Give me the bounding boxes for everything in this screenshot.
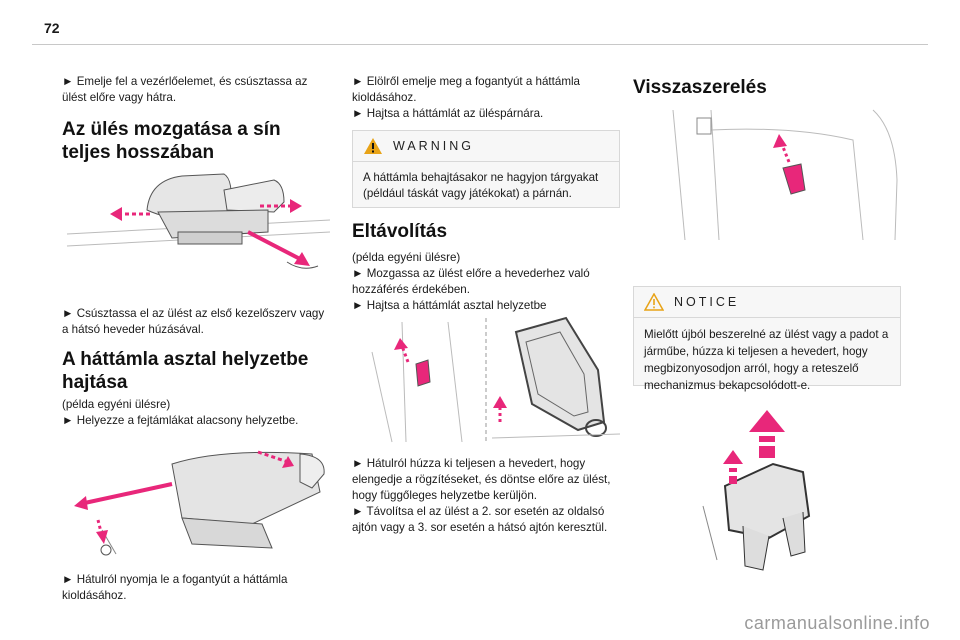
seat-slide-illustration <box>66 173 330 269</box>
headrest-text: ► Helyezze a fejtámlákat alacsony helyze… <box>62 414 299 427</box>
warning-text: A háttámla behajtásakor ne hagyjon tárgy… <box>363 171 599 200</box>
heading-table-position: A háttámla asztal helyzetbe hajtása <box>62 349 309 393</box>
removal-step-4: ► Távolítsa el az ülést a 2. sor esetén … <box>352 505 608 534</box>
notice-title: NOTICE <box>674 295 740 309</box>
notice-header: NOTICE <box>634 287 900 318</box>
heading-removal: Eltávolítás <box>352 221 448 242</box>
removal-step-1: ► Mozgassa az ülést előre a hevederhez v… <box>352 267 590 296</box>
watermark: carmanualsonline.info <box>744 613 930 633</box>
removal-step-2: ► Hajtsa a háttámlát asztal helyzetbe <box>352 299 547 312</box>
lift-handle-text: ► Elölről emelje meg a fogantyút a háttá… <box>352 75 581 104</box>
notice-triangle-icon <box>644 293 664 311</box>
slide-text: ► Csúsztassa el az ülést az első kezelős… <box>62 307 325 336</box>
header-rule <box>32 44 928 45</box>
seat-removal-illustration <box>371 316 620 443</box>
heading-slide: Az ülés mozgatása a sín teljes hosszában <box>62 119 281 163</box>
removal-step-3: ► Hátulról húzza ki teljesen a hevedert,… <box>352 457 611 502</box>
warning-box: WARNING A háttámla behajtásakor ne hagyj… <box>352 130 620 208</box>
warning-header: WARNING <box>353 131 619 162</box>
removal-example-note: (példa egyéni ülésre) <box>352 251 461 264</box>
example-note: (példa egyéni ülésre) <box>62 398 171 411</box>
refit-illustration <box>672 109 898 241</box>
warning-title: WARNING <box>393 139 474 153</box>
release-handle-text: ► Hátulról nyomja le a fogantyút a háttá… <box>62 573 288 602</box>
seat-refit-lift-illustration <box>702 410 811 571</box>
intro-text: ► Emelje fel a vezérlőelemet, és csúszta… <box>62 75 308 104</box>
fold-backrest-text: ► Hajtsa a háttámlát az üléspárnára. <box>352 107 544 120</box>
backrest-fold-illustration <box>74 450 325 556</box>
notice-box: NOTICE Mielőtt újból beszerelné az ülést… <box>633 286 901 392</box>
notice-text: Mielőtt újból beszerelné az ülést vagy a… <box>644 328 889 392</box>
warning-triangle-icon <box>364 138 382 154</box>
heading-refit: Visszaszerelés <box>633 77 767 98</box>
page-number: 72 <box>44 20 60 36</box>
